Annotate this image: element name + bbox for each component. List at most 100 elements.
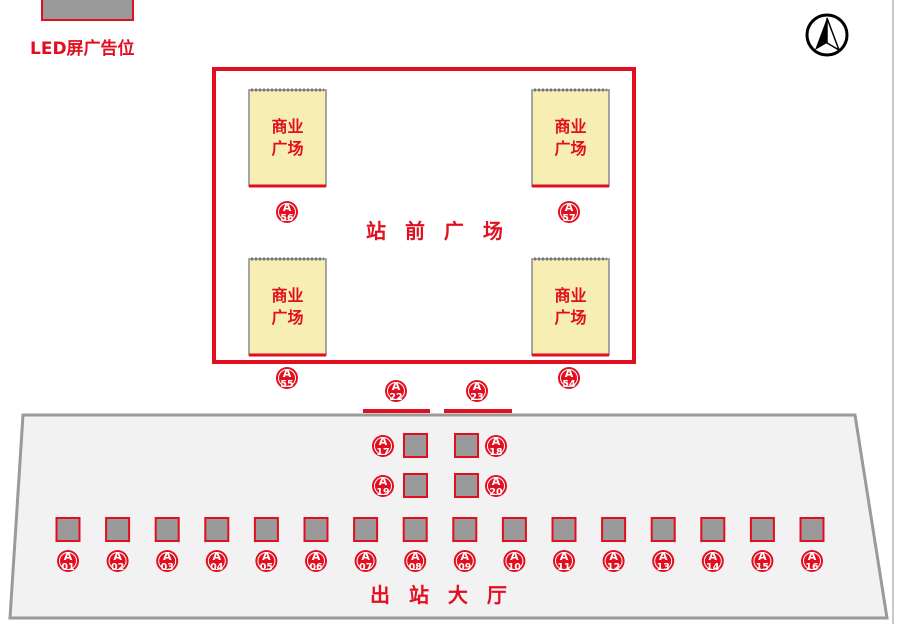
ad-spot-letter: A (565, 201, 574, 214)
ad-spot-letter: A (473, 380, 482, 393)
led-screen-spot[interactable] (601, 517, 627, 542)
exit-hall-label: 出 站 大 厅 (370, 583, 513, 607)
ad-spot-number: 20 (489, 487, 503, 498)
ad-spot-letter: A (361, 550, 370, 563)
ad-spot-badge[interactable]: A07 (354, 550, 377, 573)
led-screen-spot[interactable] (403, 433, 428, 458)
ad-spot-letter: A (213, 550, 222, 563)
ad-spot-letter: A (262, 550, 271, 563)
ad-spot-badge[interactable]: A13 (652, 550, 675, 573)
ad-spot-badge[interactable]: A19 (372, 475, 394, 498)
ad-spot-number: 01 (61, 562, 74, 573)
ad-spot-badge[interactable]: A56 (276, 201, 298, 224)
ad-spot-badge[interactable]: A16 (801, 550, 823, 573)
led-screen-spot[interactable] (551, 517, 577, 542)
ad-spot-number: 03 (161, 562, 174, 573)
ad-spot-badge[interactable]: A17 (372, 435, 394, 458)
ad-spot-badge[interactable]: A09 (453, 550, 476, 573)
ad-spot-number: 15 (756, 562, 769, 573)
ad-spot-badge[interactable]: A20 (485, 475, 507, 498)
ad-spot-letter: A (510, 550, 519, 563)
led-screen-spot[interactable] (749, 517, 775, 542)
ad-spot-badge[interactable]: A05 (255, 550, 278, 573)
commercial-block-label-line1: 商业 (554, 286, 586, 305)
led-screen-spot[interactable] (55, 517, 81, 542)
ad-spot-letter: A (492, 435, 501, 448)
ad-spot-number: 09 (458, 562, 471, 573)
led-screen-spot[interactable] (454, 473, 479, 498)
ad-spot-letter: A (808, 550, 817, 563)
led-screen-spot[interactable] (452, 517, 478, 542)
ad-spot-badge[interactable]: A55 (276, 367, 298, 390)
ad-spot-badge[interactable]: A06 (305, 550, 327, 573)
led-screen-spot[interactable] (700, 517, 726, 542)
ad-spot-number: 10 (508, 562, 522, 573)
ad-spot-number: 11 (557, 562, 570, 573)
commercial-block-label-line2: 广场 (271, 308, 303, 327)
ad-spot-badge[interactable]: A15 (751, 550, 774, 573)
ad-spot-badge[interactable]: A03 (156, 550, 179, 573)
led-screen-spot[interactable] (402, 517, 428, 542)
led-screen-spot[interactable] (105, 517, 131, 542)
led-screen-spot[interactable] (799, 517, 825, 542)
ad-spot-badge[interactable]: A57 (558, 201, 580, 224)
north-arrow-icon (805, 13, 849, 57)
ad-spot-badge[interactable]: A11 (553, 550, 575, 573)
commercial-block-label-line1: 商业 (554, 117, 586, 136)
ad-spot-number: 23 (470, 392, 483, 403)
led-screen-spot[interactable] (403, 473, 428, 498)
ad-spot-badge[interactable]: A02 (106, 550, 129, 573)
led-screen-spot[interactable] (253, 517, 279, 542)
ad-spot-badge[interactable]: A04 (205, 550, 228, 573)
ad-spot-letter: A (283, 201, 292, 214)
led-screen-spot[interactable] (303, 517, 329, 542)
led-screen-spot[interactable] (501, 517, 527, 542)
ad-spot-letter: A (411, 550, 420, 563)
station-plaza-label: 站 前 广 场 (366, 219, 509, 243)
led-screen-spot[interactable] (204, 517, 230, 542)
ad-spot-letter: A (560, 550, 569, 563)
ad-spot-number: 04 (210, 562, 224, 573)
ad-spot-number: 22 (389, 392, 402, 403)
ad-spot-number: 06 (309, 562, 323, 573)
ad-spot-badge[interactable]: A18 (485, 435, 507, 458)
led-screen-spot[interactable] (154, 517, 180, 542)
ad-spot-letter: A (163, 550, 172, 563)
ad-spot-badge[interactable]: A10 (503, 550, 526, 573)
ad-spot-badge[interactable]: A22 (385, 380, 407, 403)
ad-spot-number: 56 (280, 213, 294, 224)
ad-spot-letter: A (492, 475, 501, 488)
ad-spot-number: 02 (111, 562, 124, 573)
ad-spot-letter: A (379, 435, 388, 448)
ad-spot-number: 08 (409, 562, 423, 573)
ad-spot-badge[interactable]: A54 (558, 367, 580, 390)
ad-spot-badge[interactable]: A12 (602, 550, 625, 573)
ad-spot-letter: A (392, 380, 401, 393)
ad-spot-letter: A (709, 550, 718, 563)
ad-spot-badge[interactable]: A01 (57, 550, 79, 573)
ad-spot-badge[interactable]: A23 (466, 380, 488, 403)
ad-spot-number: 05 (260, 562, 273, 573)
led-screen-spot[interactable] (353, 517, 379, 542)
ad-spot-letter: A (379, 475, 388, 488)
ad-spot-badge[interactable]: A14 (701, 550, 724, 573)
ad-spot-letter: A (283, 367, 292, 380)
led-screen-legend-swatch (41, 0, 134, 21)
ad-spot-number: 16 (805, 562, 819, 573)
commercial-block-label-line2: 广场 (554, 308, 586, 327)
led-screen-spot[interactable] (454, 433, 479, 458)
ad-spot-badge[interactable]: A08 (404, 550, 427, 573)
commercial-block-label-line1: 商业 (271, 286, 303, 305)
ad-spot-letter: A (461, 550, 470, 563)
led-screen-legend-label: LED屏广告位 (30, 38, 135, 59)
commercial-block-label-line1: 商业 (271, 117, 303, 136)
ad-spot-number: 14 (706, 562, 720, 573)
ad-spot-letter: A (758, 550, 767, 563)
led-screen-spot[interactable] (650, 517, 676, 542)
ad-spot-number: 13 (657, 562, 670, 573)
